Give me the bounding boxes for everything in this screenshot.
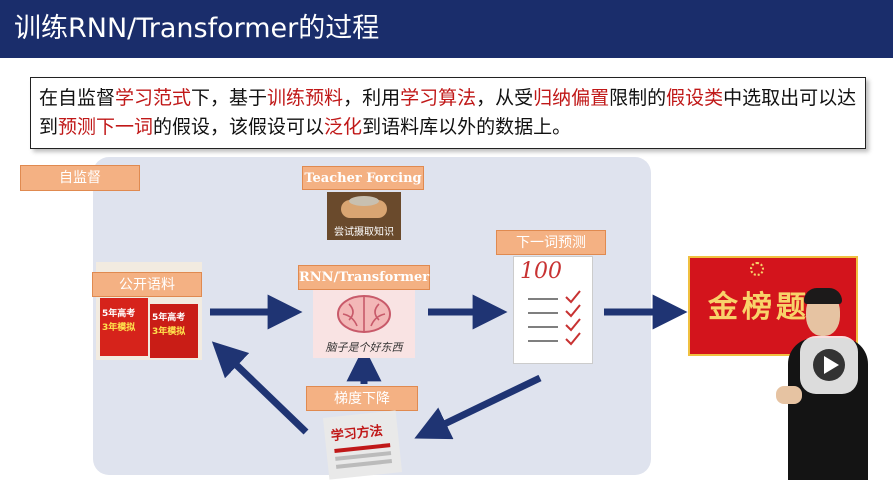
tag-public-corpus: 公开语料 [92,272,202,297]
slide-title: 训练RNN/Transformer的过程 [14,13,380,44]
highlight-term: 假设类 [666,87,724,109]
title-bar: 训练RNN/Transformer的过程 [0,0,893,58]
highlight-term: 泛化 [324,116,363,138]
highlight-term: 训练预料 [267,87,344,109]
plate-icon [349,196,379,206]
dark-caption-strip [46,218,98,239]
checklist-lines [528,290,581,346]
highlight-term: 学习范式 [115,87,192,109]
definition-text: 的假设，该假设可以 [153,116,325,138]
definition-text: 在自监督 [39,87,116,109]
definition-box: 在自监督学习范式下，基于训练预料，利用学习算法，从受归纳偏置限制的假设类中选取出… [30,77,866,149]
presenter-hair [804,288,842,304]
definition-text: 中选取出可以达到 [39,87,857,138]
tag-next-word-prediction: 下一词预测 [496,230,606,255]
definition-text: ，从受 [476,87,534,109]
highlight-term: 归纳偏置 [533,87,610,109]
highlight-term: 学习算法 [400,87,477,109]
tf-caption: 尝试摄取知识 [334,227,394,238]
book-left: 5年高考 3年模拟 [100,298,148,356]
book-right: 5年高考 3年模拟 [150,304,198,358]
definition-text: 到语料库以外的数据上。 [362,116,572,138]
video-play-button[interactable] [800,336,858,394]
banner-firework-icon [750,262,764,276]
person-hair-icon [58,192,95,212]
checklist-card: 100 [513,256,593,364]
tag-teacher-forcing: Teacher Forcing [302,166,424,190]
definition-text: 下，基于 [191,87,268,109]
person-head-icon [60,197,96,236]
play-icon [813,349,845,381]
tag-rnn-transformer: RNN/Transformer [298,265,430,290]
study-method-book-photo: 学习方法 [322,410,403,480]
definition-text: ，利用 [343,87,401,109]
brain-icon [337,295,391,333]
tag-self-supervised: 自监督 [20,165,140,191]
study-method-title: 学习方法 [330,423,384,445]
banner-text: 金榜题 [708,290,810,325]
brain-caption: 脑子是个好东西 [325,341,403,354]
brain-card: 脑子是个好东西 [313,290,415,358]
cover-line-3 [335,459,393,469]
tag-gradient-descent: 梯度下降 [306,386,418,411]
highlight-term: 预测下一词 [58,116,154,138]
presenter-hand [776,386,802,404]
definition-text: 限制的 [609,87,667,109]
teacher-forcing-photo: 尝试摄取知识 [327,192,401,240]
score-text: 100 [520,259,562,284]
